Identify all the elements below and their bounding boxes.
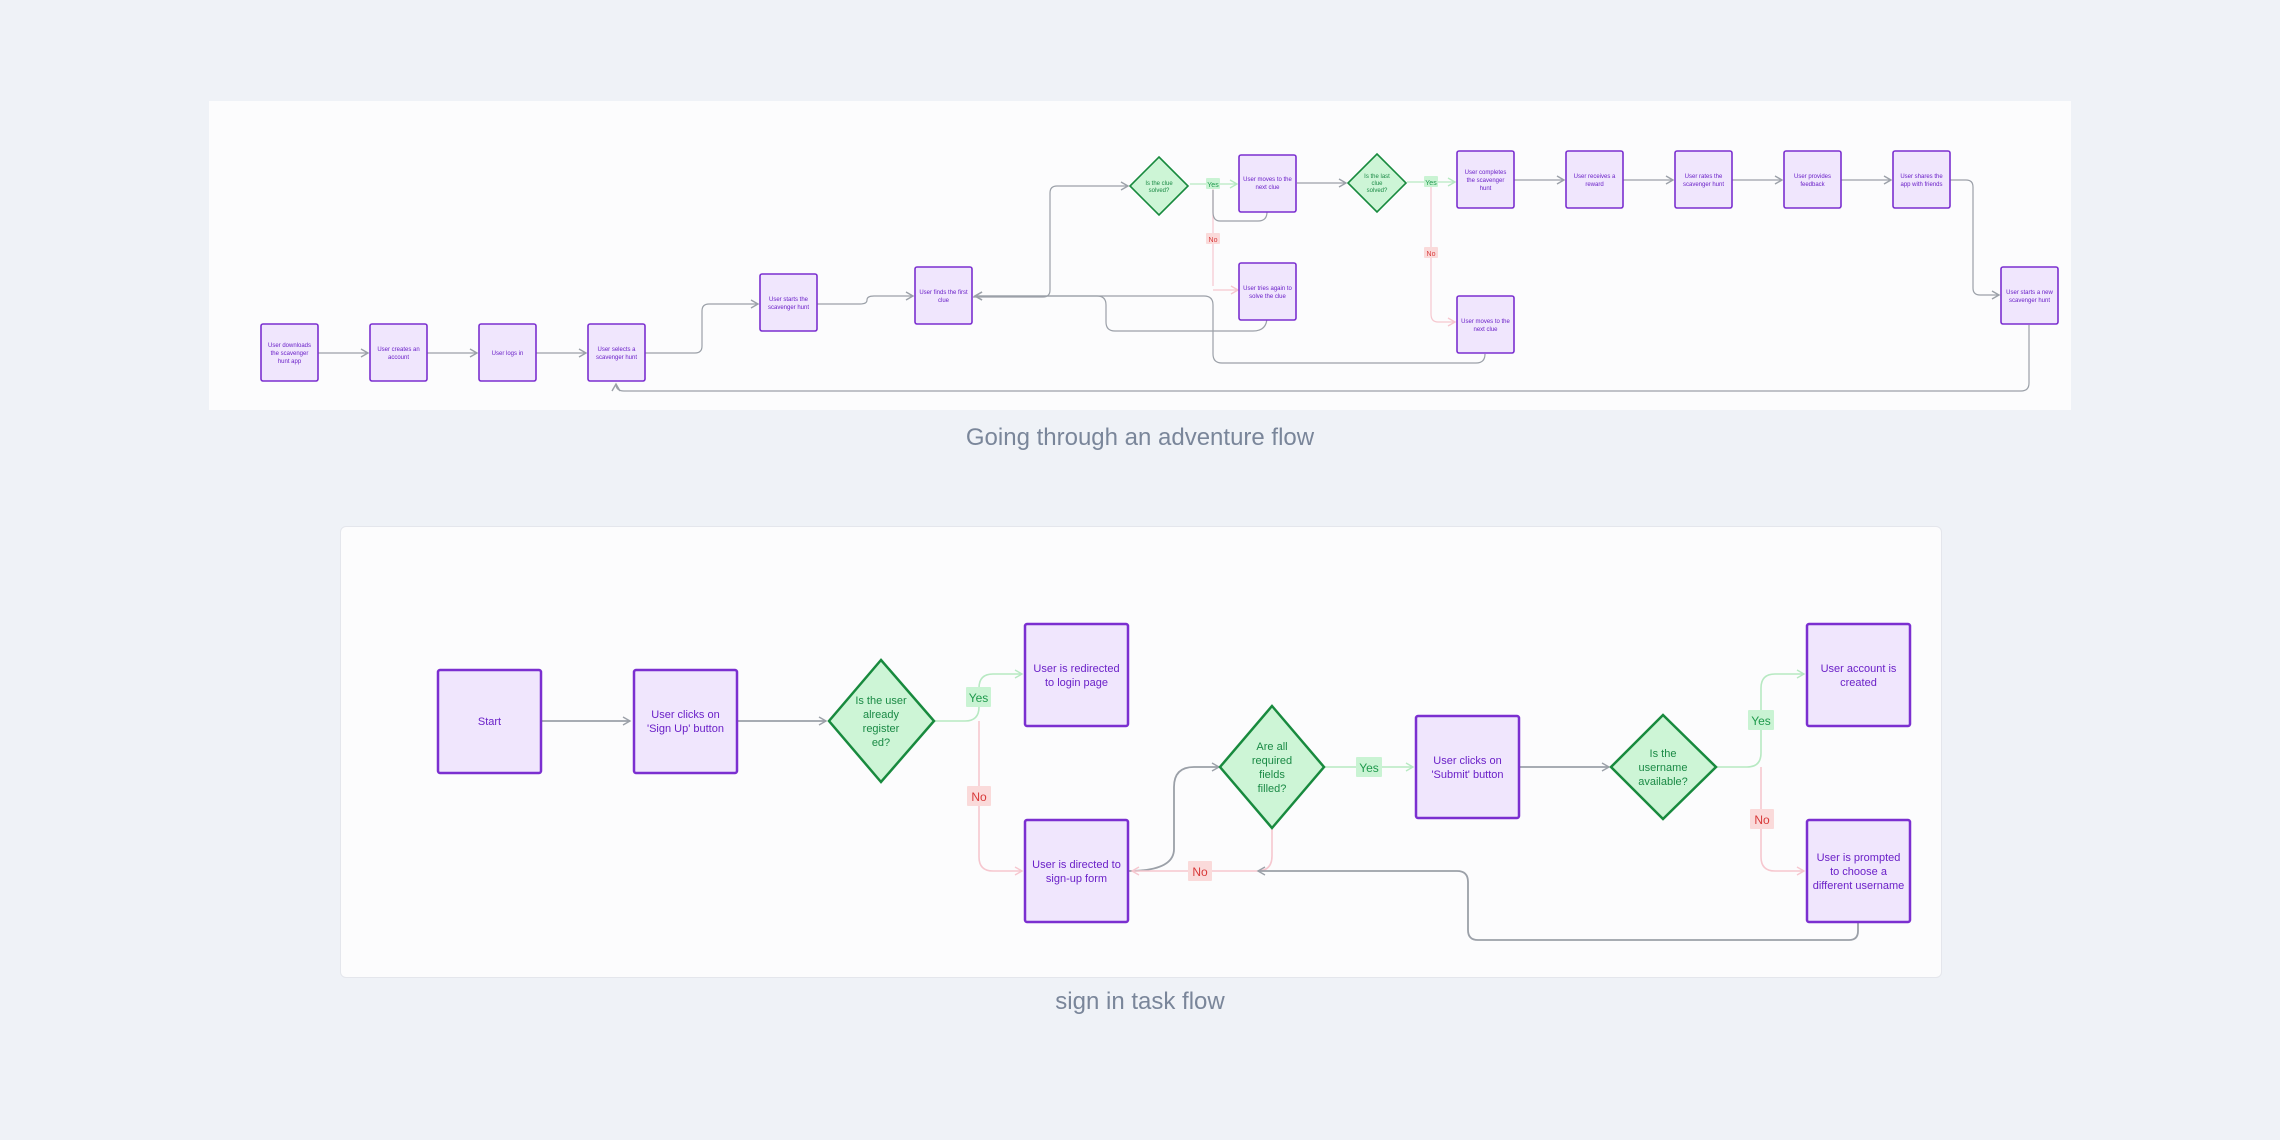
- node-start: Start: [436, 668, 543, 775]
- yes-label: Yes: [969, 691, 989, 705]
- no-label: No: [1209, 237, 1218, 244]
- node-logs-in: User logs in: [478, 323, 537, 382]
- signin-no-tag-3: No: [1750, 809, 1774, 829]
- adventure-yes-tag-1: Yes: [1206, 178, 1220, 189]
- yes-label: Yes: [1207, 182, 1219, 189]
- signin-no-tag-1: No: [967, 786, 991, 806]
- adventure-no-tag-1: No: [1206, 233, 1220, 244]
- yes-label: Yes: [1425, 180, 1437, 187]
- signin-yes-tag-2: Yes: [1356, 757, 1382, 777]
- signin-connectors: [541, 669, 1859, 941]
- adventure-connectors: [318, 175, 2030, 392]
- adventure-no-tag-2: No: [1424, 247, 1438, 258]
- node-clicks-signup: User clicks on'Sign Up' button: [632, 668, 739, 775]
- adventure-yes-tag-2: Yes: [1424, 176, 1438, 187]
- yes-label: Yes: [1751, 714, 1771, 728]
- adventure-flow-caption: Going through an adventure flow: [965, 424, 1315, 451]
- signin-yes-tag-3: Yes: [1748, 710, 1774, 730]
- yes-label: Yes: [1359, 761, 1379, 775]
- no-label: No: [971, 790, 987, 804]
- node-logs-in-text: User logs in: [492, 351, 524, 357]
- no-label: No: [1192, 865, 1208, 879]
- signin-no-tag-2: No: [1188, 861, 1212, 881]
- no-label: No: [1754, 813, 1770, 827]
- signin-yes-tag-1: Yes: [966, 687, 991, 707]
- node-clicks-submit: User clicks on'Submit' button: [1414, 714, 1521, 820]
- signin-flow-caption: sign in task flow: [1055, 988, 1225, 1015]
- no-label: No: [1427, 251, 1436, 258]
- node-clicks-signup-text: User clicks on'Sign Up' button: [647, 709, 724, 735]
- node-start-text: Start: [478, 716, 501, 728]
- node-clicks-submit-text: User clicks on'Submit' button: [1431, 755, 1503, 781]
